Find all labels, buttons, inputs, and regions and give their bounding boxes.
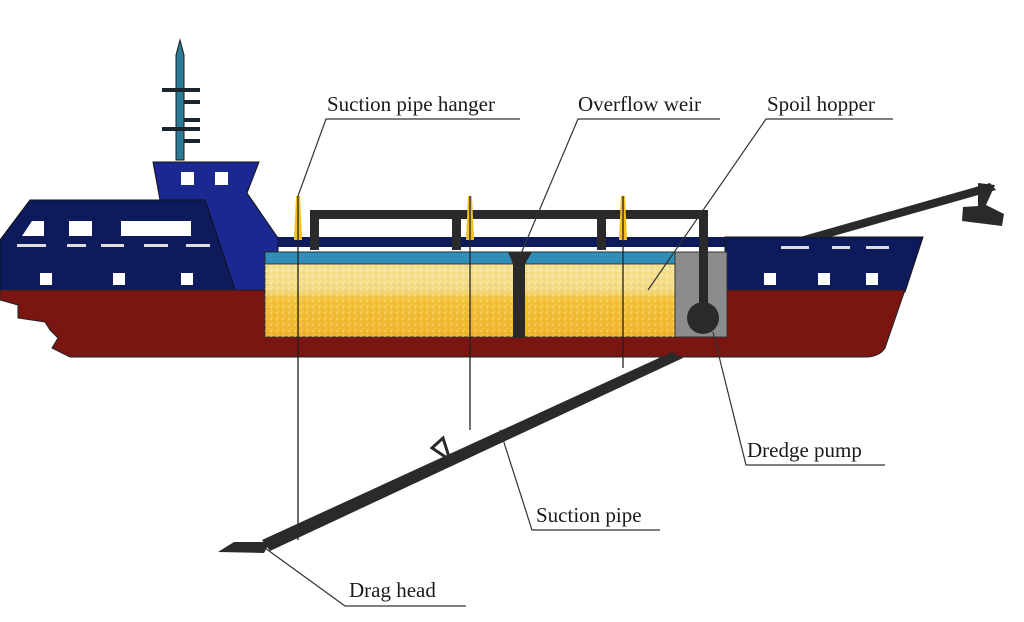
label-suction-pipe: Suction pipe <box>536 503 642 527</box>
mast <box>162 38 200 161</box>
label-dredge-pump: Dredge pump <box>747 438 862 462</box>
label-spoil-hopper: Spoil hopper <box>767 92 875 116</box>
label-drag-head: Drag head <box>349 578 436 602</box>
overflow-weir <box>508 252 532 338</box>
suction-pipe-hangers <box>294 196 627 540</box>
bow-deck <box>724 236 924 293</box>
discharge-pipe <box>310 210 708 320</box>
stowed-pipe <box>800 183 1004 237</box>
superstructure <box>0 199 738 291</box>
leader-lines <box>264 118 893 607</box>
spoil-hopper <box>264 251 728 338</box>
suction-pipe <box>218 352 683 553</box>
label-suction-pipe-hanger: Suction pipe hanger <box>327 92 495 116</box>
dredge-pump <box>687 302 719 334</box>
label-overflow-weir: Overflow weir <box>578 92 701 116</box>
